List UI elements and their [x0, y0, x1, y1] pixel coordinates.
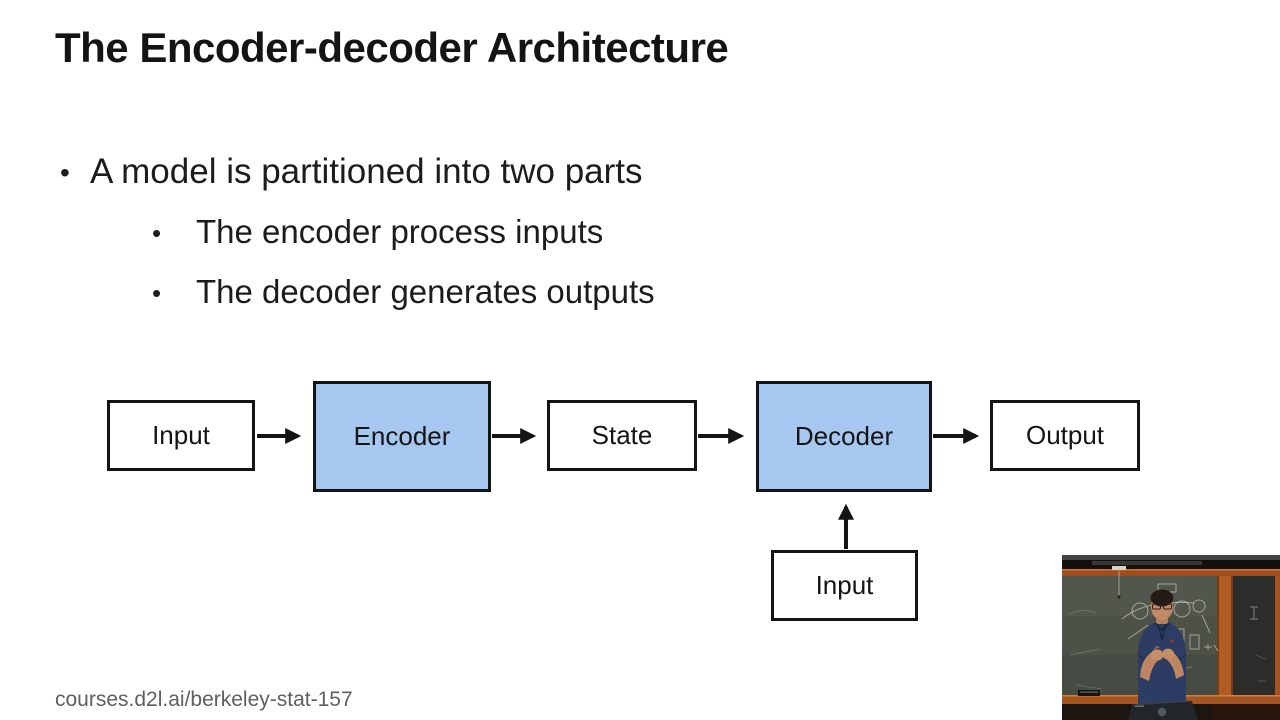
- bullet-item-1: • A model is partitioned into two parts: [60, 152, 643, 194]
- diagram-node-input-left: Input: [107, 400, 255, 471]
- bullet-text: A model is partitioned into two parts: [90, 152, 643, 191]
- lecturer: [1137, 589, 1187, 720]
- screen-pull-cord: [1112, 566, 1126, 599]
- lecturer-video-overlay: [1062, 555, 1280, 720]
- bullet-marker: •: [152, 218, 162, 248]
- sub-bullet-item-2: • The decoder generates outputs: [152, 273, 655, 313]
- sub-bullet-item-1: • The encoder process inputs: [152, 213, 603, 253]
- diagram-node-output: Output: [990, 400, 1140, 471]
- laptop: [1128, 700, 1198, 720]
- diagram-node-state: State: [547, 400, 697, 471]
- wood-frame-divider: [1217, 576, 1233, 695]
- sub-bullet-text: The decoder generates outputs: [196, 273, 655, 310]
- blackboard-right: [1233, 576, 1280, 695]
- sub-bullet-text: The encoder process inputs: [196, 213, 604, 250]
- diagram-node-input-bottom: Input: [771, 550, 918, 621]
- bullet-marker: •: [60, 157, 70, 188]
- wood-frame-top: [1062, 569, 1280, 576]
- diagram-node-encoder: Encoder: [313, 381, 491, 492]
- course-url: courses.d2l.ai/berkeley-stat-157: [55, 688, 353, 711]
- slide-title: The Encoder-decoder Architecture: [55, 24, 729, 71]
- diagram-node-decoder: Decoder: [756, 381, 932, 492]
- bullet-marker: •: [152, 278, 162, 308]
